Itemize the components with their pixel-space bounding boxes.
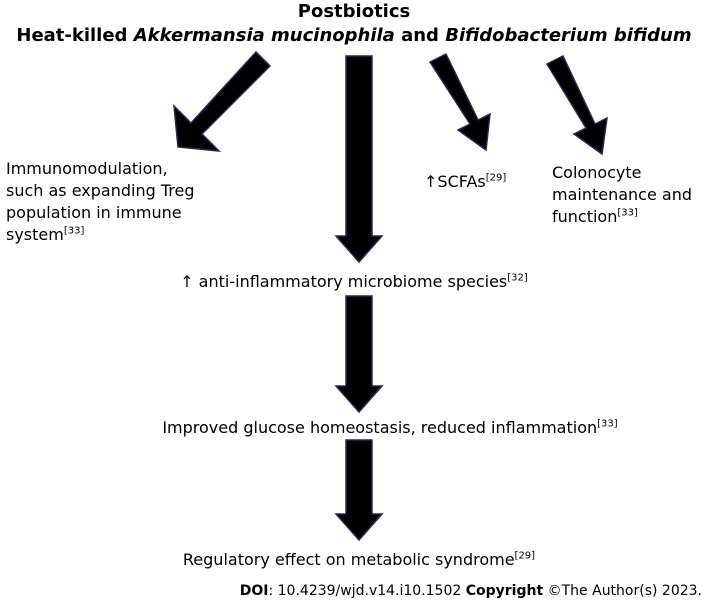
glucose-label: Improved glucose homeostasis, reduced in… — [162, 418, 598, 437]
copyright-value: ©The Author(s) 2023. — [543, 583, 702, 599]
colonocyte-ref: [33] — [617, 207, 638, 219]
diagram-title: Postbiotics — [297, 1, 411, 22]
colonocyte-line-2: maintenance and — [552, 185, 693, 204]
arrow-to-glucose — [334, 295, 384, 414]
immunomodulation-line-3: population in immune — [6, 203, 182, 222]
diagram-subtitle: Heat-killed Akkermansia mucinophila and … — [0, 27, 708, 45]
anti-inflammatory-ref: [32] — [507, 272, 528, 284]
glucose-ref: [33] — [597, 418, 618, 430]
scfas-ref: [29] — [485, 172, 507, 184]
doi-label: DOI — [239, 583, 269, 599]
subtitle-species-1: Akkermansia mucinophila — [133, 25, 395, 46]
colonocyte-node: Colonocyte maintenance and function[33] — [552, 162, 692, 228]
immunomodulation-node: Immunomodulation, such as expanding Treg… — [6, 158, 195, 246]
arrow-to-immunomodulation — [173, 50, 272, 152]
glucose-node: Improved glucose homeostasis, reduced in… — [0, 418, 708, 437]
immunomodulation-line-1: Immunomodulation, — [6, 159, 168, 178]
subtitle-species-2: Bifidobacterium bifidum — [445, 25, 692, 46]
subtitle-prefix: Heat-killed — [16, 25, 134, 46]
regulatory-label: Regulatory effect on metabolic syndrome — [182, 550, 515, 569]
regulatory-node: Regulatory effect on metabolic syndrome[… — [0, 550, 708, 569]
doi-value: : 10.4239/wjd.v14.i10.1502 — [268, 583, 462, 599]
footer-citation: DOI: 10.4239/wjd.v14.i10.1502 Copyright … — [240, 584, 702, 598]
anti-inflammatory-node: ↑ anti-inflammatory microbiome species[3… — [0, 272, 708, 291]
arrow-to-colonocyte — [545, 54, 608, 156]
colonocyte-line-3: function — [552, 207, 618, 226]
arrow-to-regulatory — [334, 439, 384, 542]
arrow-to-scfas — [428, 52, 491, 152]
scfas-label: ↑SCFAs — [424, 172, 486, 191]
regulatory-ref: [29] — [514, 550, 536, 562]
anti-inflammatory-label: ↑ anti-inflammatory microbiome species — [180, 272, 508, 291]
arrow-to-anti-inflammatory — [334, 55, 384, 264]
subtitle-connector: and — [394, 25, 446, 46]
scfas-node: ↑SCFAs[29] — [424, 172, 507, 191]
colonocyte-line-1: Colonocyte — [552, 163, 642, 182]
immunomodulation-line-4: system — [6, 225, 64, 244]
immunomodulation-ref: [33] — [63, 225, 85, 237]
copyright-label: Copyright — [465, 583, 544, 599]
immunomodulation-line-2: such as expanding Treg — [6, 181, 195, 200]
